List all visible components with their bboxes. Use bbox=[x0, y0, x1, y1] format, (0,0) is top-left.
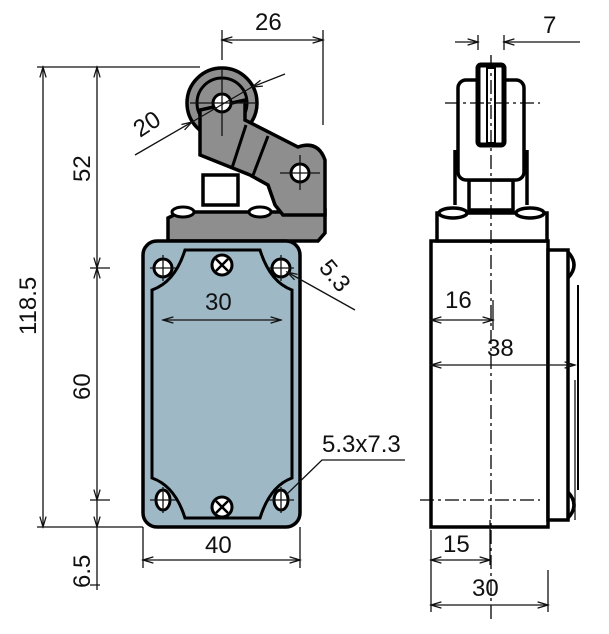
body-inner-outline bbox=[150, 248, 294, 520]
dim-roller-width: 7 bbox=[543, 12, 556, 39]
nut bbox=[247, 205, 273, 219]
dim-width: 40 bbox=[205, 532, 232, 559]
dim-depth: 38 bbox=[487, 335, 514, 362]
dim-slot: 5.3x7.3 bbox=[322, 431, 401, 458]
side-cover-bumps bbox=[566, 250, 576, 520]
dim-hole-spacing-width: 30 bbox=[205, 289, 232, 316]
lever-arm bbox=[198, 97, 327, 217]
plunger bbox=[201, 173, 240, 207]
dim-base-depth: 30 bbox=[472, 575, 499, 602]
dim-total-height: 118.5 bbox=[15, 277, 42, 335]
switch-body bbox=[141, 239, 302, 529]
side-body bbox=[429, 239, 550, 529]
nut bbox=[170, 205, 196, 219]
front-view: 26 20 52 118.5 5.3 30 60 5.3x7.3 40 6.5 bbox=[15, 9, 405, 590]
dim-bottom-offset: 6.5 bbox=[69, 555, 96, 588]
dim-hole-spacing-height: 60 bbox=[69, 373, 96, 400]
screw-icon bbox=[210, 253, 234, 519]
side-view bbox=[429, 62, 579, 529]
side-cover bbox=[546, 248, 570, 522]
dim-roller-offset: 26 bbox=[255, 9, 282, 36]
dim-top-height: 52 bbox=[69, 155, 96, 182]
dim-bottom-offset-side: 15 bbox=[443, 531, 470, 558]
side-view-dimensions: 7 16 38 15 30 bbox=[420, 12, 580, 620]
dim-axis-offset: 16 bbox=[445, 287, 472, 314]
dim-roller-diameter: 20 bbox=[129, 106, 166, 143]
